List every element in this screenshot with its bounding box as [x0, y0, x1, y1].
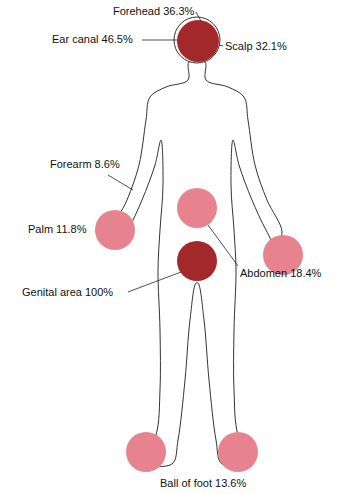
- leader-line: [196, 12, 201, 21]
- leader-line: [108, 175, 133, 190]
- region-label: Ear canal 46.5%: [52, 33, 133, 46]
- region-label: Palm 11.8%: [28, 223, 87, 236]
- region-label: Ball of foot 13.6%: [160, 477, 246, 490]
- abdomen-spot: [177, 188, 217, 228]
- region-label: Forehead 36.3%: [113, 5, 194, 18]
- leader-line: [219, 45, 223, 46]
- genital-spot: [177, 241, 217, 281]
- body-silhouette: [112, 60, 282, 467]
- leader-lines: [108, 12, 238, 292]
- body-outline: [112, 17, 282, 467]
- region-label: Scalp 32.1%: [225, 40, 287, 53]
- leader-line: [208, 225, 238, 266]
- foot-spot: [218, 432, 258, 472]
- leader-line: [128, 272, 181, 292]
- region-label: Genital area 100%: [22, 286, 113, 299]
- leader-line: [142, 40, 177, 41]
- head-spot: [177, 20, 219, 62]
- head-outline: [174, 17, 220, 63]
- region-label: Forearm 8.6%: [50, 158, 120, 171]
- palm-spot: [95, 210, 135, 250]
- region-label: Abdomen 18.4%: [240, 267, 321, 280]
- foot-spot: [126, 432, 166, 472]
- spots: [95, 20, 303, 472]
